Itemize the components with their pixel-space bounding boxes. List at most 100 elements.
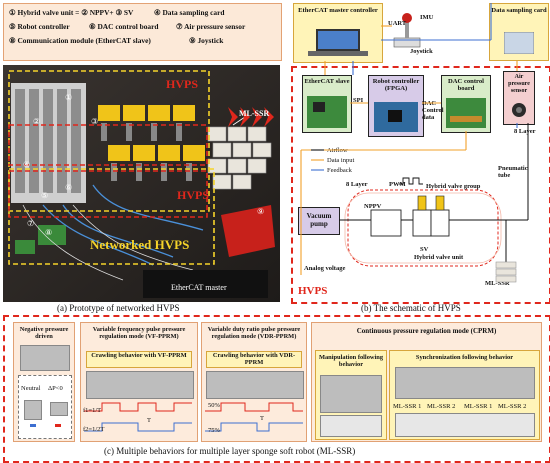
prototype-photo-drawing (3, 65, 280, 302)
legend-item-sampling: ④ Data sampling card (154, 8, 225, 17)
laptop-icon (308, 29, 368, 56)
neutral-label: Neutral (21, 385, 41, 392)
vdr-50-label: 50% (208, 402, 220, 409)
hvps-label-schem: HVPS (298, 285, 328, 297)
marker-6: ⑥ (65, 183, 73, 192)
panel-negative: Negative pressure driven Neutral ΔP<0 (13, 322, 75, 442)
legend-item-controller: ⑤ Robot controller (9, 22, 70, 31)
marker-1: ① (65, 93, 73, 102)
analog-voltage-label: Analog voltage (304, 265, 346, 272)
legend-item-joystick: ⑨ Joystick (189, 36, 224, 45)
manip-markers (320, 415, 382, 437)
sync-markers (395, 413, 535, 437)
vdr-75-label: 75% (208, 427, 220, 434)
vf-t-label: T (147, 417, 151, 424)
marker-4: ④ (23, 160, 31, 169)
slave-board-icon (307, 96, 347, 128)
panel-vdrpprm: Variable duty ratio pulse pressure regul… (201, 322, 307, 442)
prototype-photo: HVPS HVPS ML-SSR Networked HVPS EtherCAT… (3, 65, 280, 302)
sync-photo (395, 367, 535, 399)
schematic-connections (300, 3, 529, 283)
vfpprm-waveform (84, 402, 192, 432)
joystick-block: IMU Joystick (392, 8, 444, 58)
vdrpprm-photo (206, 371, 304, 399)
hvps-label-top: HVPS (166, 77, 199, 91)
manip-photo (320, 375, 382, 413)
cprm-title: Continuous pressure regulation mode (CPR… (356, 327, 497, 335)
legend-item-dac: ⑥ DAC control board (89, 22, 159, 31)
sampling-card-label: Data sampling card (491, 7, 547, 14)
legend-item-hybrid: ① Hybrid valve unit = ② NPPV+ ③ SV (9, 8, 134, 17)
pwm-label: PWM (389, 181, 406, 188)
neutral-sponge (24, 400, 42, 420)
ethercat-master-label-photo: EtherCAT master (171, 283, 227, 292)
ethercat-master-block: EtherCAT master controller (293, 3, 383, 63)
eight-layer-right-label: 8 Layer (514, 128, 536, 135)
sv-label: SV (420, 246, 429, 253)
hybrid-group-label: Hybrid valve group (426, 183, 481, 190)
marker-2: ② (33, 117, 41, 126)
hvps-label-mid: HVPS (177, 188, 210, 202)
vdr-t-label: T (260, 415, 264, 422)
nppv-label: NPPV (364, 203, 382, 210)
dac-board-block: DAC control board (441, 75, 491, 133)
sampling-card-block: Data sampling card (489, 3, 549, 61)
robot-controller-label: Robot controller (FPGA) (372, 78, 420, 92)
dp-label: ΔP<0 (48, 385, 63, 392)
legend-item-sensor: ⑦ Air pressure sensor (176, 22, 246, 31)
vfpprm-title: Variable frequency pulse pressure regula… (92, 326, 186, 340)
marker-8: ⑧ (45, 228, 53, 237)
robot-controller-block: Robot controller (FPGA) (368, 75, 424, 137)
dac-board-icon (446, 98, 486, 128)
sync-label-4: ML-SSR 2 (498, 403, 527, 410)
hybrid-unit-label: Hybrid valve unit (414, 254, 464, 261)
caption-b: (b) The schematic of HVPS (361, 303, 461, 313)
marker-9: ⑨ (257, 207, 265, 216)
sync-label-2: ML-SSR 2 (427, 403, 456, 410)
networked-hvps-label: Networked HVPS (90, 237, 190, 252)
eight-layer-left-label: 8 Layer (346, 181, 368, 188)
marker-5: ⑤ (41, 191, 49, 200)
fpga-board-icon (374, 102, 418, 132)
sync-label-3: ML-SSR 1 (464, 403, 493, 410)
sampling-card-icon (504, 32, 534, 54)
component-legend: ① Hybrid valve unit = ② NPPV+ ③ SV ④ Dat… (3, 3, 282, 61)
dac-board-label: DAC control board (448, 78, 484, 92)
ml-ssr-label-schem: ML-SSR (485, 280, 510, 287)
caption-c: (c) Multiple behaviors for multiple laye… (104, 446, 356, 456)
air-pressure-block: Air pressure sensor (503, 71, 535, 125)
sync-panel: Synchronization following behavior ML-SS… (389, 350, 540, 440)
vfpprm-sub: Crawling behavior with VF-PPRM (86, 351, 192, 368)
neutral-marker (30, 424, 36, 427)
manip-label: Manipulation following behavior (318, 354, 384, 368)
air-pressure-label: Air pressure sensor (508, 74, 530, 94)
sync-label: Synchronization following behavior (415, 354, 514, 361)
uart-label: UART (388, 20, 407, 27)
negative-detail: Neutral ΔP<0 (18, 375, 72, 439)
vf-f2-label: f2=1/2T (83, 426, 105, 433)
vdrpprm-sub: Crawling behavior with VDR-PPRM (206, 351, 302, 368)
caption-a: (a) Prototype of networked HVPS (57, 303, 180, 313)
manip-panel: Manipulation following behavior (315, 350, 387, 440)
panel-vfpprm: Variable frequency pulse pressure regula… (80, 322, 198, 442)
imu-label: IMU (420, 14, 434, 21)
joystick-icon (393, 13, 421, 48)
negative-title: Negative pressure driven (19, 326, 69, 340)
legend-item-comm: ⑧ Communication module (EtherCAT slave) (9, 36, 151, 45)
vacuum-pump-block: Vacuum pump (298, 207, 340, 235)
legend-feedback: Feedback (327, 167, 352, 174)
compressed-sponge (50, 402, 68, 416)
pneumatic-tube-label: Pneumatic tube (498, 165, 528, 179)
spi-label: SPI (353, 97, 364, 104)
ml-ssr-label-photo: ML-SSR (239, 109, 270, 118)
vf-f1-label: f1=1/T (83, 407, 102, 414)
ethercat-master-label: EtherCAT master controller (298, 7, 378, 14)
panel-cprm: Continuous pressure regulation mode (CPR… (311, 322, 542, 442)
legend-data: Data input (327, 157, 355, 164)
joystick-label: Joystick (410, 48, 433, 55)
vfpprm-photo (86, 371, 194, 399)
ethercat-slave-block: EtherCAT slave (302, 75, 352, 133)
dp-marker (55, 424, 61, 427)
vacuum-pump-label: Vacuum pump (306, 212, 332, 228)
pressure-sensor-icon (512, 103, 526, 117)
